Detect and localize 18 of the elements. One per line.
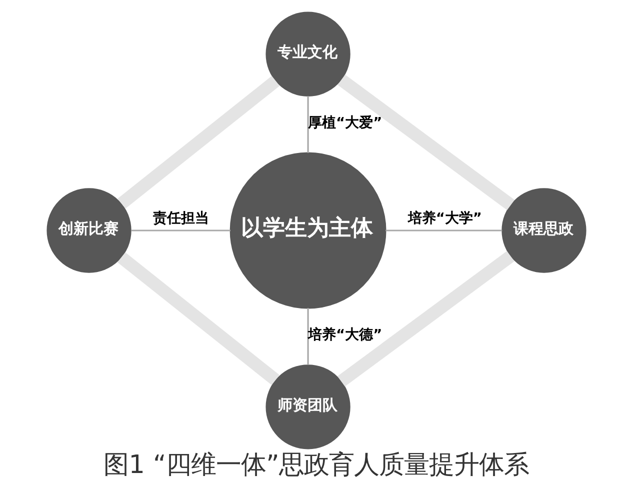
edge-label: 培养“大德” — [308, 327, 382, 344]
edge-label: 责任担当 — [153, 210, 210, 226]
node-circle: 以学生为主体 — [230, 152, 386, 309]
node-circle: 课程思政 — [502, 188, 586, 273]
connector — [118, 76, 280, 209]
connector — [338, 74, 515, 210]
edge-label: 厚植“大爱” — [308, 115, 382, 132]
connector — [307, 96, 309, 153]
node-circle: 师资团队 — [266, 364, 350, 450]
connector — [337, 251, 514, 386]
edge-label: 培养“大学” — [408, 210, 482, 226]
node-circle: 专业文化 — [266, 12, 350, 96]
connector — [386, 230, 502, 232]
connector — [131, 230, 230, 232]
connector — [307, 308, 309, 365]
connector — [117, 252, 280, 385]
caption: 图1 “四维一体”思政育人质量提升体系 — [104, 449, 530, 480]
node-circle: 创新比赛 — [46, 188, 132, 273]
